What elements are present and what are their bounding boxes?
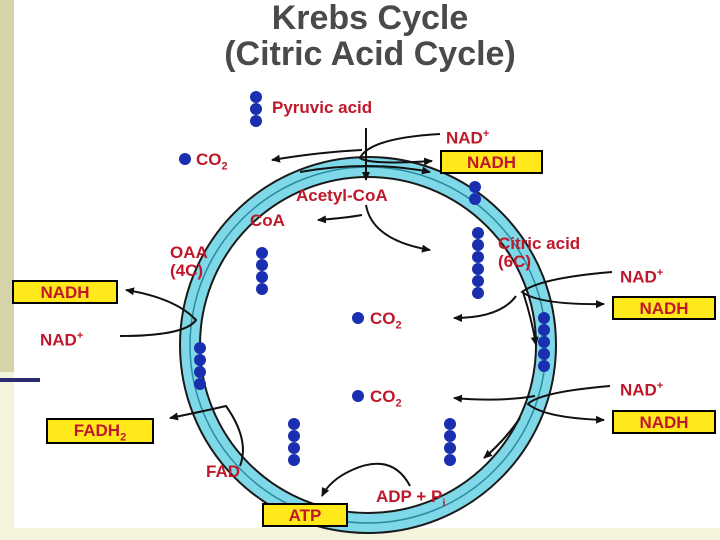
alpha-ketoglutarate-carbon-stack: [538, 312, 550, 372]
co2-release-mid1-arrow: [453, 295, 517, 322]
nadh-left-box: NADH: [12, 280, 118, 304]
co2-top-carbon: [179, 153, 191, 165]
nad-top-label: NAD+: [446, 128, 490, 148]
succinyl-carbon-stack: [444, 418, 456, 466]
nadh-right2-box: NADH: [612, 410, 716, 434]
adp-label: ADP + Pi: [376, 487, 446, 510]
citric-carbons-label: (6C): [498, 252, 532, 271]
nad-to-nadh-left-arrow: [119, 287, 198, 337]
slide-sidebar-lower: [0, 372, 14, 540]
nad-to-nadh-right1-arrow: [520, 271, 613, 309]
slide-bottom-band: [0, 528, 720, 540]
oaa-carbon-stack: [256, 247, 268, 295]
pyruvate-carbon-stack: [250, 91, 262, 127]
nad-right1-label: NAD+: [620, 267, 664, 287]
fadh2-box: FADH2: [46, 418, 154, 444]
fad-to-fadh2-arrow: [169, 404, 244, 467]
diagram-title: Krebs Cycle: [271, 0, 469, 37]
co2-mid2-label: CO2: [370, 387, 402, 410]
fumarate-carbon-stack: [194, 342, 206, 390]
coa-label: CoA: [250, 211, 285, 230]
co2-release-top-arrow: [271, 149, 363, 163]
citric-carbon-stack: [472, 227, 484, 299]
oaa-label: OAA: [170, 243, 208, 262]
co2-mid1-label: CO2: [370, 309, 402, 332]
diagram-subtitle: (Citric Acid Cycle): [224, 35, 516, 73]
acetyl-into-cycle-arrow: [365, 204, 431, 253]
nad-to-nadh-top-arrow: [358, 133, 441, 166]
fad-label: FAD: [206, 462, 240, 481]
coa-release-arrow: [317, 214, 363, 224]
atp-box: ATP: [262, 503, 348, 527]
slide-divider-line: [0, 378, 40, 382]
nad-left-label: NAD+: [40, 330, 84, 350]
cycle-ring: [181, 158, 555, 532]
nad-right2-label: NAD+: [620, 380, 664, 400]
acetyl-carbon-stack: [469, 181, 481, 205]
pyruvic-acid-label: Pyruvic acid: [272, 98, 373, 117]
citric-acid-label: Citric acid: [498, 234, 581, 253]
acetyl-coa-label: Acetyl-CoA: [296, 186, 388, 205]
cycle-arrow-lower-right: [483, 417, 521, 459]
slide-sidebar-accent: [0, 0, 14, 372]
oaa-carbons-label: (4C): [170, 261, 204, 280]
co2-top-label: CO2: [196, 150, 228, 173]
cycle-arrow-right: [522, 291, 539, 346]
nadh-top-box: NADH: [440, 150, 543, 174]
succinate-carbon-stack: [288, 418, 300, 466]
nadh-right1-box: NADH: [612, 296, 716, 320]
co2-release-mid2-arrow: [453, 394, 536, 403]
nad-to-nadh-right2-arrow: [526, 385, 611, 424]
co2-mid2-carbon: [352, 390, 364, 402]
co2-mid1-carbon: [352, 312, 364, 324]
adp-to-atp-arrow: [321, 462, 411, 497]
